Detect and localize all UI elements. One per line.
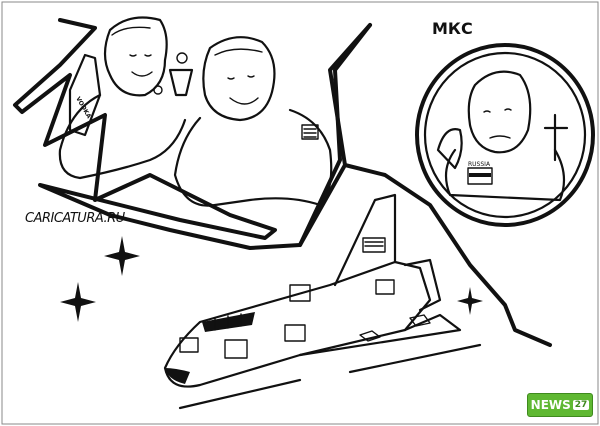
cosmonaut-hand-left xyxy=(436,128,463,170)
signature: CARICATURA.RU xyxy=(25,211,126,226)
shuttle-engines xyxy=(403,258,442,312)
divider-lightning xyxy=(298,23,552,347)
station-label: МКС xyxy=(432,19,473,38)
stars xyxy=(60,236,483,322)
usa-flag-patch xyxy=(301,124,319,140)
russia-patch xyxy=(467,167,493,185)
astronaut-right xyxy=(153,36,333,207)
panel-zigzag-border xyxy=(13,18,372,250)
cross-icon xyxy=(543,113,569,162)
vodka-bottle xyxy=(68,53,102,137)
astronaut-left: VODKA xyxy=(58,16,187,180)
shot-glass xyxy=(168,68,194,97)
star-icon xyxy=(457,287,483,315)
patch-label: RUSSIA xyxy=(468,161,491,168)
star-icon xyxy=(104,236,140,276)
shuttle-wing-shadow xyxy=(178,343,482,410)
bottle-label: VODKA xyxy=(74,96,92,121)
news-badge: NEWS 27 xyxy=(527,393,593,417)
shuttle-nose xyxy=(165,368,190,384)
star-icon xyxy=(60,282,96,322)
shuttle-tail xyxy=(333,193,397,287)
badge-number: 27 xyxy=(572,400,590,410)
space-shuttle xyxy=(163,193,482,410)
porthole: МКС RUSSIA xyxy=(415,19,595,227)
cosmonaut-head xyxy=(467,70,532,154)
usa-flag-tail xyxy=(362,237,386,253)
shuttle-wing xyxy=(298,313,462,357)
badge-text: NEWS xyxy=(530,398,571,412)
